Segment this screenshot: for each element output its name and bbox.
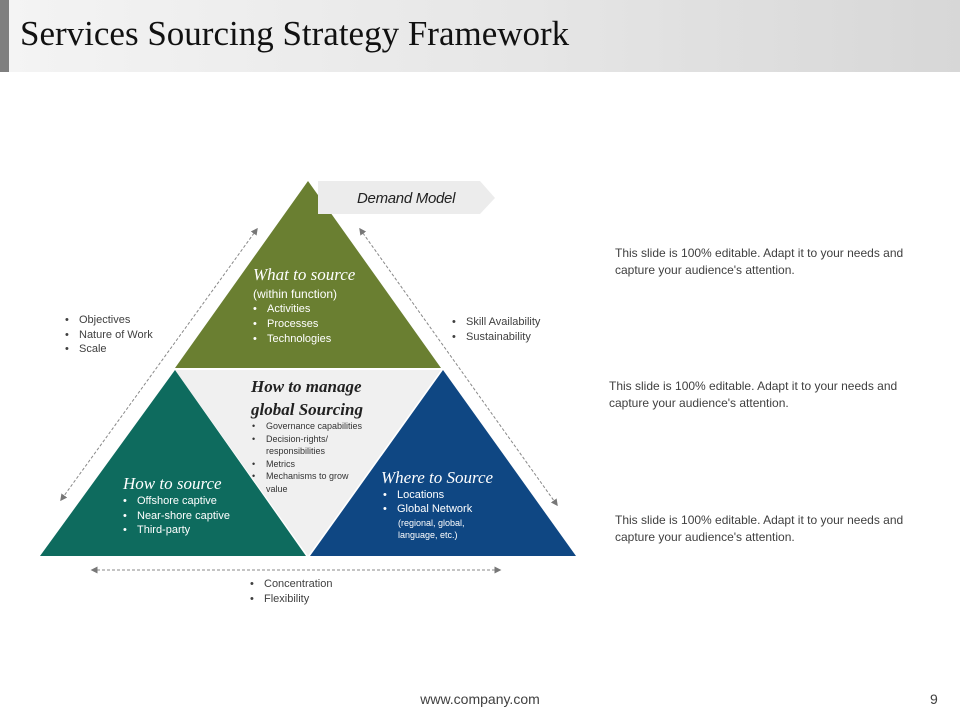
list-item: Technologies	[253, 332, 331, 347]
list-item: Sustainability	[452, 330, 540, 345]
list-item: Nature of Work	[65, 328, 153, 343]
right-dashed-arrow	[359, 227, 558, 507]
footer-url: www.company.com	[420, 691, 540, 707]
title-accent-bar	[0, 0, 9, 72]
list-item: Governance capabilities	[252, 420, 370, 433]
where-to-source-note: (regional, global, language, etc.)	[398, 518, 465, 540]
demand-model-label: Demand Model	[357, 190, 456, 207]
list-item: Skill Availability	[452, 315, 540, 330]
how-to-manage-heading-line1: How to manage	[251, 377, 362, 396]
slide-title: Services Sourcing Strategy Framework	[20, 14, 570, 53]
list-item: Objectives	[65, 313, 153, 328]
list-item: Offshore captive	[123, 494, 230, 509]
where-to-source-heading: Where to Source	[381, 468, 494, 487]
list-item: Activities	[253, 302, 331, 317]
list-item: Mechanisms to grow value	[252, 470, 370, 495]
where-to-source-list: Locations Global Network	[383, 488, 472, 516]
page-number: 9	[930, 691, 938, 707]
description-text-2: This slide is 100% editable. Adapt it to…	[609, 379, 898, 410]
what-to-source-list: Activities Processes Technologies	[253, 302, 331, 347]
list-item: Decision-rights/ responsibilities	[252, 433, 370, 458]
what-to-source-heading: What to source	[253, 265, 356, 284]
demand-model-banner	[318, 181, 495, 214]
list-item: Scale	[65, 342, 153, 357]
description-text-3: This slide is 100% editable. Adapt it to…	[615, 513, 904, 544]
how-to-manage-list: Governance capabilities Decision-rights/…	[252, 420, 370, 495]
list-item: Near-shore captive	[123, 509, 230, 524]
what-to-source-subheading: (within function)	[253, 287, 338, 301]
how-to-source-list: Offshore captive Near-shore captive Thir…	[123, 494, 230, 538]
left-dashed-arrow	[60, 227, 258, 502]
list-item: Concentration	[250, 577, 333, 592]
how-to-manage-heading-line2: global Sourcing	[251, 400, 363, 419]
how-to-source-heading: How to source	[123, 474, 222, 493]
left-factors-list: Objectives Nature of Work Scale	[65, 313, 153, 357]
description-text-1: This slide is 100% editable. Adapt it to…	[615, 246, 904, 277]
title-bar	[0, 0, 960, 72]
bottom-factors-list: Concentration Flexibility	[250, 577, 333, 606]
list-item: Metrics	[252, 458, 370, 471]
list-item: Flexibility	[250, 592, 333, 607]
list-item: Third-party	[123, 523, 230, 538]
list-item: Locations	[383, 488, 472, 502]
list-item: Global Network	[383, 502, 472, 516]
list-item: Processes	[253, 317, 331, 332]
right-factors-list: Skill Availability Sustainability	[452, 315, 540, 344]
